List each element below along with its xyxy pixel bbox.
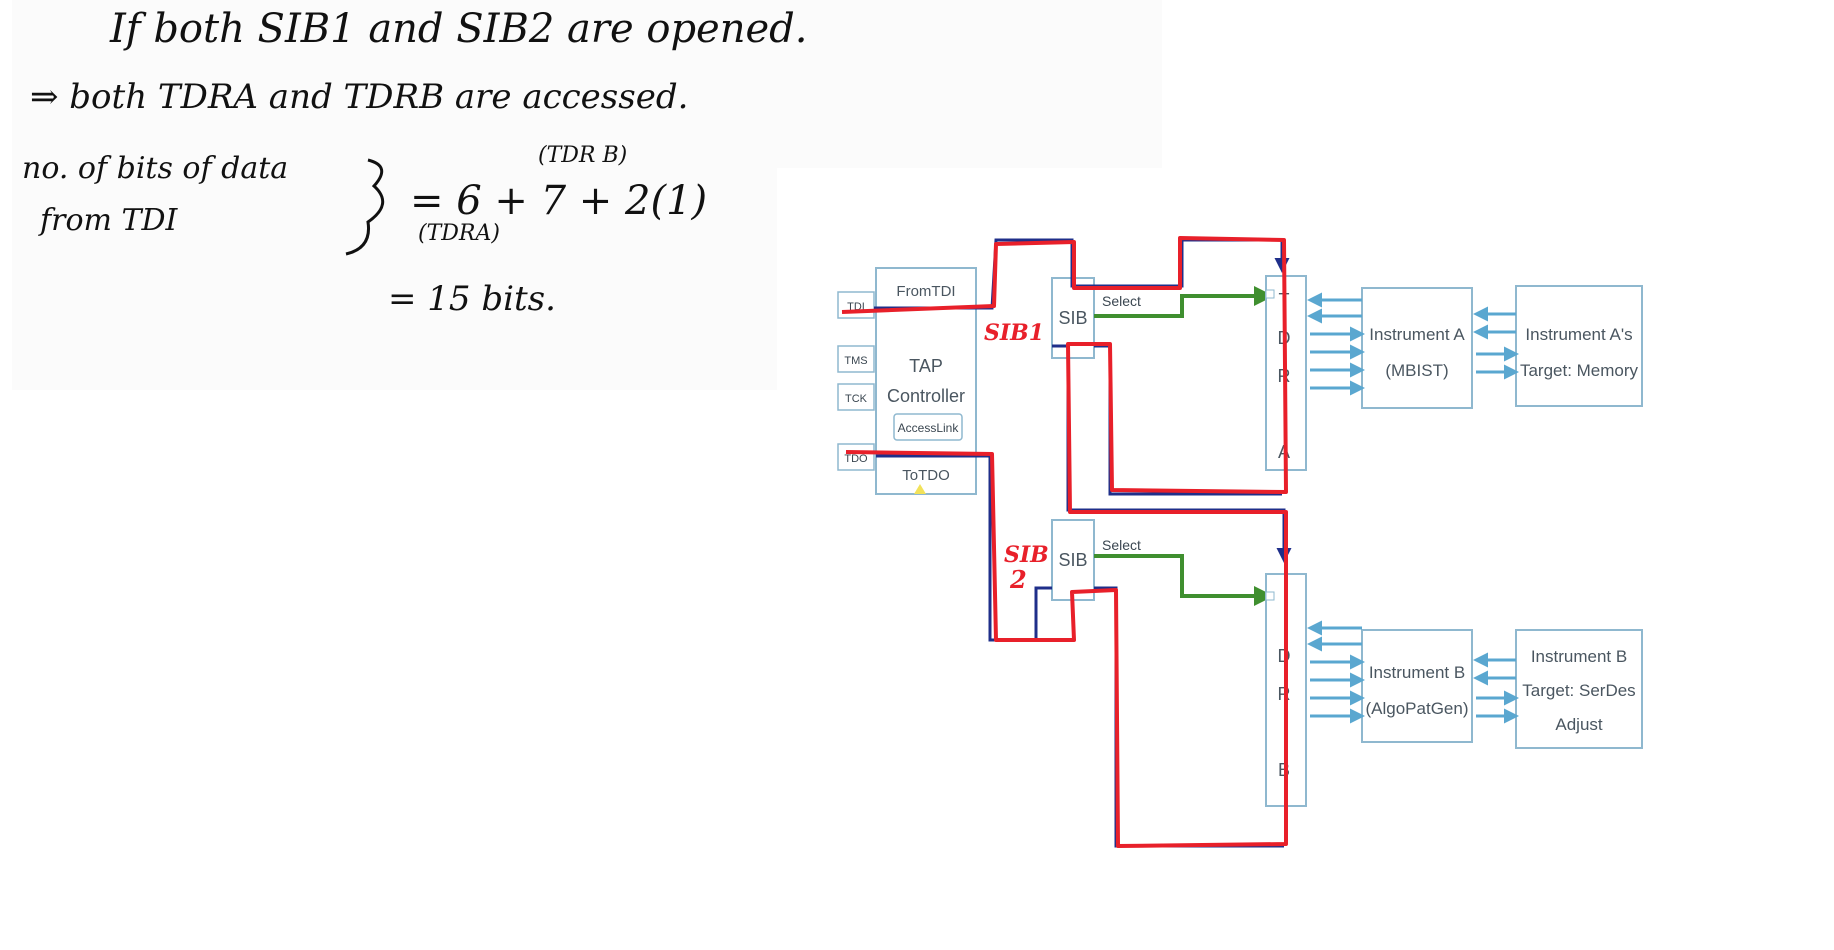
note-result: = 15 bits. bbox=[388, 279, 556, 319]
note-bits-label-1: no. of bits of data bbox=[22, 151, 288, 186]
arrows-tdr-a-instrument-a bbox=[1307, 292, 1365, 396]
pin-tms-label: TMS bbox=[844, 355, 867, 367]
target-a-line-1: Instrument A's bbox=[1525, 325, 1632, 344]
sib1-label: SIB bbox=[1058, 308, 1087, 328]
tap-title-1: TAP bbox=[909, 356, 943, 376]
target-a-box: Instrument A's Target: Memory bbox=[1515, 285, 1643, 407]
target-b-line-3: Adjust bbox=[1555, 715, 1603, 734]
tap-controller: FromTDI TAP Controller AccessLink ToTDO bbox=[875, 267, 977, 495]
note-bits-label-2: from TDI bbox=[38, 203, 179, 238]
note-annot-tdra: (TDRA) bbox=[418, 221, 500, 246]
target-b-line-1: Instrument B bbox=[1531, 647, 1627, 666]
arrows-instrument-a-target-a bbox=[1473, 306, 1519, 380]
pin-tdi: TDI bbox=[837, 291, 875, 319]
tap-to-tdo: ToTDO bbox=[902, 467, 950, 484]
sib2-label: SIB bbox=[1058, 550, 1087, 570]
tap-title-2: Controller bbox=[887, 386, 965, 406]
target-a-line-2: Target: Memory bbox=[1520, 361, 1639, 380]
instrument-a-line-2: (MBIST) bbox=[1385, 361, 1448, 380]
pin-tdo-label: TDO bbox=[844, 453, 868, 465]
arrows-tdr-b-instrument-b bbox=[1307, 620, 1365, 724]
target-b-line-2: Target: SerDes bbox=[1522, 681, 1635, 700]
sib1-annotation: SIB1 bbox=[984, 320, 1044, 346]
sib1-select-label: Select bbox=[1102, 293, 1141, 309]
note-equation: = 6 + 7 + 2(1) bbox=[410, 178, 707, 224]
instrument-a-box: Instrument A (MBIST) bbox=[1361, 287, 1473, 409]
tap-accesslink: AccessLink bbox=[898, 421, 960, 435]
sib2-annotation-2: 2 bbox=[1009, 565, 1027, 594]
sib2-select-arrow bbox=[1094, 554, 1274, 606]
scan-path-highlight bbox=[841, 236, 1288, 848]
note-brace bbox=[345, 158, 385, 256]
note-panel-background-lower bbox=[12, 160, 777, 390]
pin-tck: TCK bbox=[837, 383, 875, 411]
note-annot-tdrb: (TDR B) bbox=[538, 143, 627, 168]
pin-tms: TMS bbox=[837, 345, 875, 373]
note-panel-background bbox=[12, 0, 1162, 168]
target-b-box: Instrument B Target: SerDes Adjust bbox=[1515, 629, 1643, 749]
instrument-b-line-2: (AlgoPatGen) bbox=[1366, 699, 1469, 718]
note-line-1: If both SIB1 and SIB2 are opened. bbox=[109, 6, 807, 52]
sib2-annotation-1: SIB bbox=[1004, 542, 1049, 568]
note-line-2: ⇒ both TDRA and TDRB are accessed. bbox=[30, 77, 688, 117]
sib1-select-arrow bbox=[1094, 286, 1274, 318]
arrows-instrument-b-target-b bbox=[1473, 652, 1519, 724]
instrument-b-line-1: Instrument B bbox=[1369, 663, 1465, 682]
pin-tck-label: TCK bbox=[845, 393, 868, 405]
pin-tdo: TDO bbox=[837, 443, 875, 471]
instrument-b-box: Instrument B (AlgoPatGen) bbox=[1361, 629, 1473, 743]
warning-triangle-icon bbox=[914, 484, 926, 494]
tap-from-tdi: FromTDI bbox=[896, 283, 955, 300]
instrument-a-line-1: Instrument A bbox=[1369, 325, 1465, 344]
sib2-select-label: Select bbox=[1102, 537, 1141, 553]
